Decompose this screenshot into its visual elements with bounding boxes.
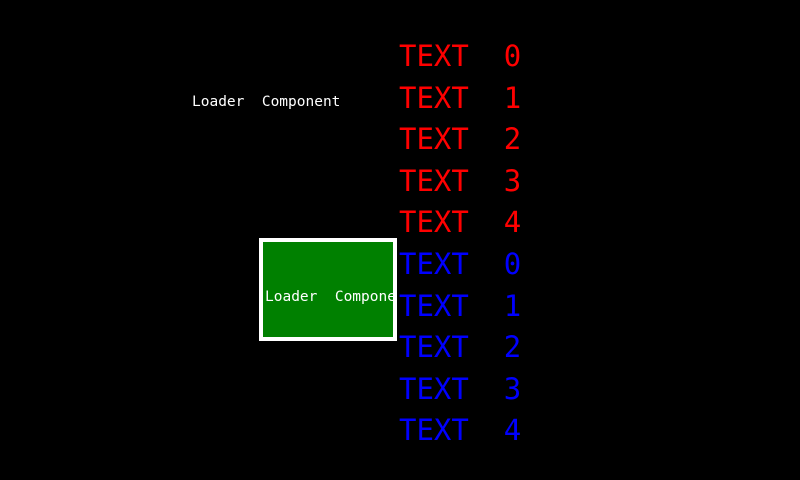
list-item: TEXT 1 (399, 80, 522, 115)
list-item: TEXT 3 (399, 163, 522, 198)
text-list: TEXT 0 TEXT 1 TEXT 2 TEXT 3 TEXT 4 TEXT … (399, 36, 522, 452)
list-item: TEXT 4 (399, 413, 522, 448)
list-item: TEXT 1 (399, 288, 522, 323)
list-item: TEXT 0 (399, 246, 522, 281)
list-item: TEXT 4 (399, 205, 522, 240)
list-item: TEXT 2 (399, 122, 522, 157)
list-item: TEXT 0 (399, 39, 522, 73)
list-item: TEXT 3 (399, 371, 522, 406)
loader-component-label-top: Loader Component (192, 94, 341, 110)
loader-component-box-label: Loader Component (265, 289, 396, 305)
loader-component-box: Loader Component (259, 238, 397, 341)
list-item: TEXT 2 (399, 330, 522, 365)
